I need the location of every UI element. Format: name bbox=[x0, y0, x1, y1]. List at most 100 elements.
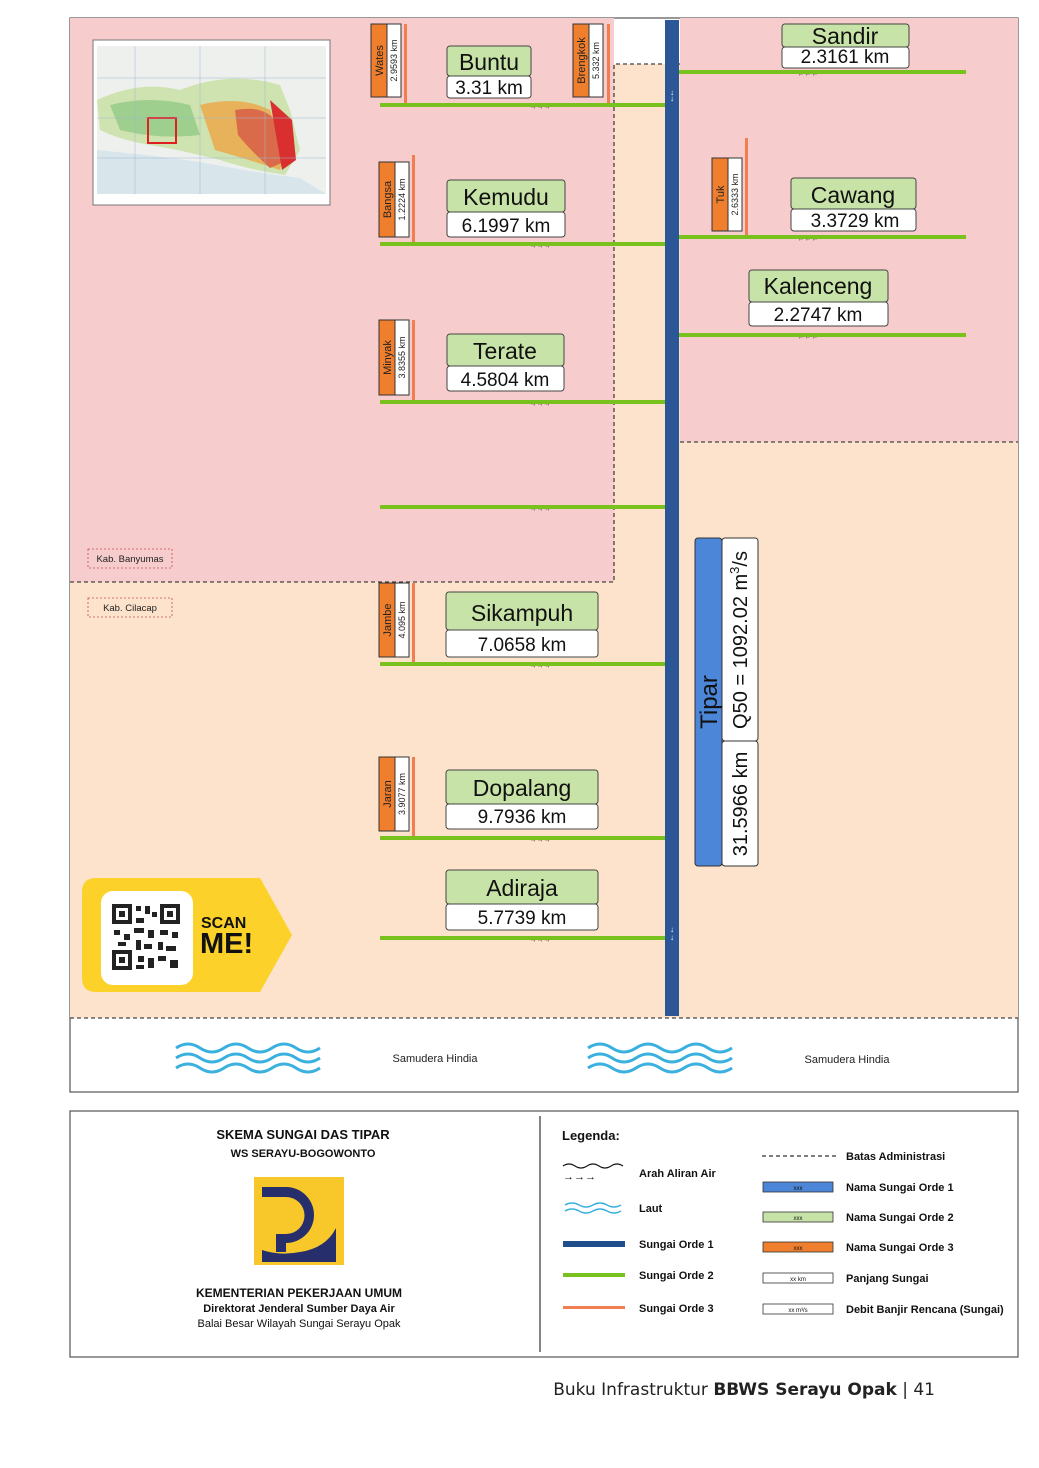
svg-text:SCAN: SCAN bbox=[201, 915, 246, 932]
svg-text:Minyak: Minyak bbox=[382, 340, 394, 375]
cilacap-area bbox=[70, 64, 1018, 1018]
svg-text:↓: ↓ bbox=[670, 94, 674, 103]
legend-item-admin: Batas Administrasi bbox=[762, 1151, 945, 1163]
legend-item-discharge: xx m³/s Debit Banjir Rencana (Sungai) bbox=[762, 1303, 1004, 1316]
order2-label-cawang: Cawang 3.3729 km bbox=[790, 177, 917, 232]
svg-text:Direktorat Jenderal Sumber Day: Direktorat Jenderal Sumber Daya Air bbox=[203, 1303, 395, 1315]
svg-text:3.9077 km: 3.9077 km bbox=[397, 773, 407, 815]
flow-arrow-icon: ↓ ↓ bbox=[670, 88, 674, 103]
order2-river-lines bbox=[380, 70, 966, 940]
svg-text:Cawang: Cawang bbox=[811, 182, 895, 208]
pu-logo-icon bbox=[254, 1177, 344, 1265]
sea-label: Samudera Hindia bbox=[805, 1054, 891, 1066]
order3-label-brengkok: Brengkok 5.332 km bbox=[572, 23, 604, 98]
order2-label-adiraja: Adiraja 5.7739 km bbox=[445, 869, 599, 931]
svg-text:Tuk: Tuk bbox=[715, 185, 727, 203]
svg-text:Sandir: Sandir bbox=[812, 23, 879, 49]
title-legend-block bbox=[69, 1110, 1019, 1358]
svg-text:3.31 km: 3.31 km bbox=[455, 78, 523, 99]
svg-text:4.095 km: 4.095 km bbox=[397, 601, 407, 638]
svg-text:Laut: Laut bbox=[639, 1203, 663, 1215]
svg-text:2.3161 km: 2.3161 km bbox=[801, 47, 890, 68]
title-block: SKEMA SUNGAI DAS TIPAR WS SERAYU-BOGOWON… bbox=[196, 1127, 402, 1330]
svg-text:ME!: ME! bbox=[200, 928, 253, 960]
svg-text:Dopalang: Dopalang bbox=[473, 775, 571, 801]
svg-text:←←←: ←←← bbox=[798, 334, 819, 341]
svg-text:Nama Sungai Orde 1: Nama Sungai Orde 1 bbox=[846, 1182, 954, 1194]
scan-me-badge[interactable]: SCAN ME! bbox=[82, 878, 292, 992]
svg-text:5.332 km: 5.332 km bbox=[591, 42, 601, 79]
page-footer: Buku Infrastruktur BBWS Serayu Opak | 41 bbox=[553, 1380, 935, 1400]
order3-label-bangsa: Bangsa 1.2224 km bbox=[378, 161, 410, 238]
flow-arrow-icon: ↓ ↓ bbox=[670, 925, 674, 942]
order3-label-jambe: Jambe 4.095 km bbox=[378, 582, 410, 658]
svg-text:→→→: →→→ bbox=[530, 937, 551, 944]
svg-text:→→→: →→→ bbox=[530, 401, 551, 408]
svg-text:Kalenceng: Kalenceng bbox=[764, 273, 873, 299]
order3-label-jaran: Jaran 3.9077 km bbox=[378, 756, 410, 832]
svg-text:Kab. Banyumas: Kab. Banyumas bbox=[96, 554, 163, 565]
svg-text:Terate: Terate bbox=[473, 338, 537, 364]
order2-label-kemudu: Kemudu 6.1997 km bbox=[446, 179, 566, 238]
area-label-banyumas: Kab. Banyumas bbox=[87, 548, 173, 569]
svg-text:2.6333 km: 2.6333 km bbox=[730, 173, 740, 215]
svg-text:→→→: →→→ bbox=[530, 663, 551, 670]
legend-item-length: xx km Panjang Sungai bbox=[762, 1272, 929, 1285]
svg-text:Nama Sungai Orde 2: Nama Sungai Orde 2 bbox=[846, 1212, 954, 1224]
svg-text:6.1997 km: 6.1997 km bbox=[462, 216, 551, 237]
legend: Legenda: →→→ Arah Aliran Air Laut Sungai… bbox=[562, 1128, 1004, 1316]
svg-text:←←←: ←←← bbox=[798, 71, 819, 78]
order3-river-lines bbox=[404, 24, 748, 836]
legend-item-sea: Laut bbox=[564, 1202, 663, 1215]
svg-text:7.0658 km: 7.0658 km bbox=[478, 635, 567, 656]
order3-label-tuk: Tuk 2.6333 km bbox=[711, 157, 743, 232]
svg-text:↓: ↓ bbox=[670, 933, 674, 942]
svg-text:2.2747 km: 2.2747 km bbox=[774, 305, 863, 326]
svg-text:Sungai Orde 3: Sungai Orde 3 bbox=[639, 1303, 714, 1315]
svg-text:xx km: xx km bbox=[790, 1277, 806, 1283]
svg-text:5.7739 km: 5.7739 km bbox=[478, 908, 567, 929]
order2-label-sandir: Sandir 2.3161 km bbox=[781, 23, 910, 69]
svg-text:Legenda:: Legenda: bbox=[562, 1128, 620, 1143]
svg-text:3.8355 km: 3.8355 km bbox=[397, 336, 407, 378]
qr-code-icon[interactable] bbox=[112, 904, 180, 970]
svg-text:2.9593 km: 2.9593 km bbox=[389, 39, 399, 81]
svg-text:xxx: xxx bbox=[794, 1186, 803, 1192]
svg-text:4.5804 km: 4.5804 km bbox=[461, 370, 550, 391]
svg-text:3.3729 km: 3.3729 km bbox=[811, 211, 900, 232]
legend-item-order2: Sungai Orde 2 bbox=[563, 1270, 714, 1282]
svg-text:xxx: xxx bbox=[794, 1216, 803, 1222]
svg-text:←←←: ←←← bbox=[798, 236, 819, 243]
svg-text:Bangsa: Bangsa bbox=[382, 180, 394, 218]
svg-text:Sungai Orde 2: Sungai Orde 2 bbox=[639, 1270, 714, 1282]
order3-label-wates: Wates 2.9593 km bbox=[370, 23, 402, 98]
svg-text:→→→: →→→ bbox=[530, 243, 551, 250]
svg-text:Q50 = 1092.02 m3/s: Q50 = 1092.02 m3/s bbox=[727, 551, 752, 729]
svg-text:Kab. Cilacap: Kab. Cilacap bbox=[103, 603, 157, 614]
order2-label-terate: Terate 4.5804 km bbox=[446, 333, 565, 392]
svg-text:↓: ↓ bbox=[670, 88, 674, 97]
sea-label: Samudera Hindia bbox=[393, 1053, 479, 1065]
svg-text:Panjang Sungai: Panjang Sungai bbox=[846, 1273, 929, 1285]
main-river-tipar bbox=[665, 20, 679, 1016]
legend-item-name-order2: xxx Nama Sungai Orde 2 bbox=[762, 1211, 954, 1224]
svg-text:→→→: →→→ bbox=[530, 837, 551, 844]
order2-label-kalenceng: Kalenceng 2.2747 km bbox=[748, 269, 889, 327]
admin-boundary bbox=[70, 63, 680, 583]
order2-label-sikampuh: Sikampuh 7.0658 km bbox=[445, 591, 599, 658]
svg-text:Jambe: Jambe bbox=[382, 603, 394, 636]
main-river-label: Tipar Q50 = 1092.02 m3/s 31.5966 km bbox=[694, 537, 759, 867]
svg-text:→→→: →→→ bbox=[530, 104, 551, 111]
svg-text:Arah Aliran Air: Arah Aliran Air bbox=[639, 1168, 717, 1180]
legend-item-order1: Sungai Orde 1 bbox=[563, 1239, 714, 1251]
svg-text:Adiraja: Adiraja bbox=[486, 875, 558, 901]
area-label-cilacap: Kab. Cilacap bbox=[87, 597, 173, 618]
svg-text:Sungai Orde 1: Sungai Orde 1 bbox=[639, 1239, 714, 1251]
svg-text:Debit Banjir Rencana (Sungai): Debit Banjir Rencana (Sungai) bbox=[846, 1304, 1004, 1316]
order2-label-buntu: Buntu 3.31 km bbox=[446, 45, 532, 99]
legend-item-name-order1: xxx Nama Sungai Orde 1 bbox=[762, 1181, 954, 1194]
svg-text:Jaran: Jaran bbox=[382, 780, 394, 808]
svg-text:Wates: Wates bbox=[374, 45, 386, 76]
svg-text:Sikampuh: Sikampuh bbox=[471, 600, 573, 626]
legend-item-order3: Sungai Orde 3 bbox=[563, 1303, 714, 1315]
